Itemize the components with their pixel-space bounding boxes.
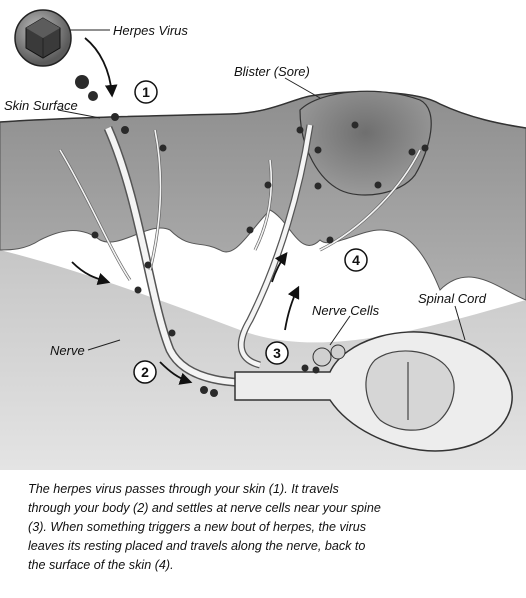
- step-number: 3: [273, 345, 281, 361]
- step-number: 4: [352, 252, 360, 268]
- travel-arrows: [71, 37, 300, 385]
- caption-line: (3). When something triggers a new bout …: [28, 520, 367, 534]
- step-number: 1: [142, 84, 150, 100]
- spinal-cord-label: Spinal Cord: [418, 291, 487, 306]
- herpes-virus-icon: [14, 9, 72, 67]
- diagram-caption: The herpes virus passes through your ski…: [28, 480, 518, 575]
- caption-line: the surface of the skin (4).: [28, 558, 174, 572]
- nerve-label: Nerve: [50, 343, 85, 358]
- step-marker-4: 4: [344, 248, 368, 272]
- caption-line: leaves its resting placed and travels al…: [28, 539, 366, 553]
- step-marker-1: 1: [134, 80, 158, 104]
- blister-label: Blister (Sore): [234, 64, 310, 79]
- nerve-cells-label: Nerve Cells: [312, 303, 380, 318]
- step-number: 2: [141, 364, 149, 380]
- herpes-virus-label: Herpes Virus: [113, 23, 188, 38]
- step-marker-3: 3: [265, 341, 289, 365]
- spinal-cord: [234, 331, 513, 452]
- leader-lines: [57, 29, 466, 351]
- virus-particles: [75, 75, 429, 397]
- caption-line: The herpes virus passes through your ski…: [28, 482, 339, 496]
- skin-surface-label: Skin Surface: [4, 98, 78, 113]
- skin-surface-line: [0, 91, 526, 129]
- step-marker-2: 2: [133, 360, 157, 384]
- blister-sore: [299, 90, 432, 196]
- caption-line: through your body (2) and settles at ner…: [28, 501, 381, 515]
- herpes-diagram: Herpes Virus Skin Surface Blister (Sore)…: [0, 9, 526, 470]
